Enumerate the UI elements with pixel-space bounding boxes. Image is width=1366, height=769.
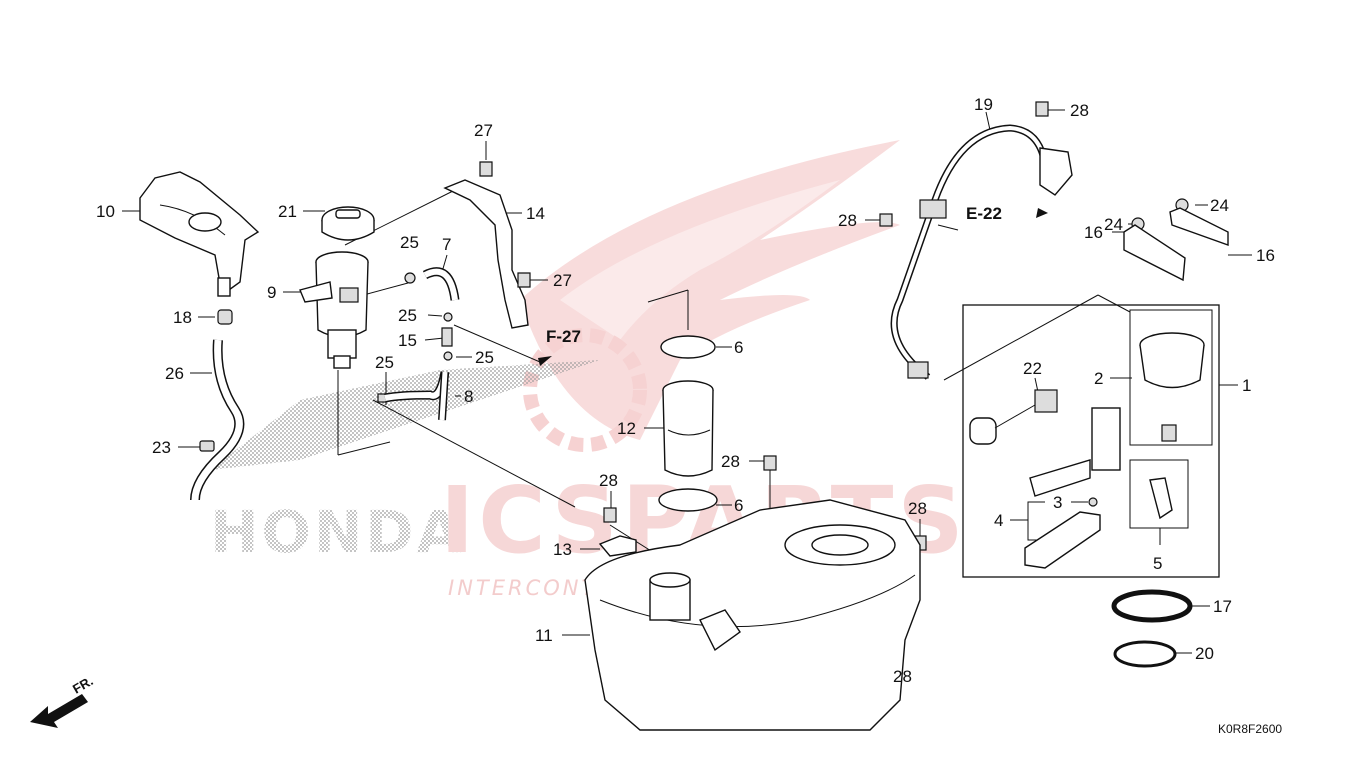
- callout-24b: 24: [1104, 215, 1123, 234]
- callout-4: 4: [994, 511, 1003, 530]
- callout-11: 11: [535, 626, 553, 645]
- callout-9: 9: [267, 283, 276, 302]
- callout-3: 3: [1053, 493, 1062, 512]
- callout-6b: 6: [734, 496, 743, 515]
- watermark-honda-wing: [210, 360, 600, 470]
- callout-28d: 28: [908, 499, 927, 518]
- callout-15: 15: [398, 331, 417, 350]
- part-12-filler-neck: [662, 380, 714, 477]
- callout-numbers: 10 18 26 23 21 9 25 7 25 15 25 25 8 27 1…: [96, 95, 1275, 686]
- part-11-fuel-tank: [584, 499, 921, 731]
- callout-27a: 27: [474, 121, 493, 140]
- callout-21: 21: [278, 202, 297, 221]
- arrow-icon: [538, 356, 552, 366]
- callout-19: 19: [974, 95, 993, 114]
- callout-25c: 25: [475, 348, 494, 367]
- callout-28c: 28: [893, 667, 912, 686]
- leader-lines: [122, 109, 1252, 701]
- callout-28a: 28: [721, 452, 740, 471]
- part-14-bracket: [443, 179, 529, 329]
- reference-f27-label: F-27: [546, 327, 581, 346]
- callout-23: 23: [152, 438, 171, 457]
- part-18-clamp: [217, 309, 233, 325]
- part-8-tube: [384, 371, 450, 421]
- front-label: FR.: [70, 673, 96, 696]
- callout-24a: 24: [1210, 196, 1229, 215]
- callout-5: 5: [1153, 554, 1162, 573]
- callout-25d: 25: [375, 353, 394, 372]
- callout-22: 22: [1023, 359, 1042, 378]
- callout-28f: 28: [838, 211, 857, 230]
- part-15-joint: [441, 327, 453, 347]
- part-27-bolts: [479, 161, 531, 288]
- callout-20: 20: [1195, 644, 1214, 663]
- callout-17: 17: [1213, 597, 1232, 616]
- callout-28b: 28: [599, 471, 618, 490]
- part-20-ring: [1113, 640, 1177, 668]
- callout-25b: 25: [398, 306, 417, 325]
- callout-28e: 28: [1070, 101, 1089, 120]
- callout-8: 8: [464, 387, 473, 406]
- arrow-icon: [1036, 208, 1048, 218]
- part-7-tube: [422, 267, 460, 301]
- watermark-honda-text: HONDA: [210, 498, 464, 566]
- callout-16a: 16: [1084, 223, 1103, 242]
- front-arrow-icon: [30, 694, 88, 728]
- callout-6a: 6: [734, 338, 743, 357]
- reference-e22: E-22: [966, 204, 1048, 223]
- part-23-clip: [199, 440, 215, 452]
- part-17-seal: [1111, 589, 1193, 623]
- part-19-wire: [890, 124, 1073, 380]
- reference-e22-label: E-22: [966, 204, 1002, 223]
- callout-1: 1: [1242, 376, 1251, 395]
- callout-25a: 25: [400, 233, 419, 252]
- part-10-cover: [139, 171, 260, 297]
- callout-27b: 27: [553, 271, 572, 290]
- callout-10: 10: [96, 202, 115, 221]
- callout-18: 18: [173, 308, 192, 327]
- callout-14: 14: [526, 204, 545, 223]
- callout-13: 13: [553, 540, 572, 559]
- reference-f27: F-27: [538, 327, 581, 366]
- part-26-hose: [190, 339, 245, 501]
- callout-2: 2: [1094, 369, 1103, 388]
- part-21-fuel-cap: [321, 206, 375, 241]
- callout-12: 12: [617, 419, 636, 438]
- callout-16b: 16: [1256, 246, 1275, 265]
- part-16-plates: [1123, 207, 1229, 282]
- callout-26: 26: [165, 364, 184, 383]
- part-25-clamps: [377, 272, 453, 403]
- watermark-gear-icon: [523, 328, 647, 452]
- part-9-canister: [299, 251, 369, 369]
- part-6-clamps: [658, 335, 718, 512]
- front-direction-indicator: FR.: [30, 673, 96, 728]
- watermark-wing-logo: [520, 140, 900, 440]
- callout-7: 7: [442, 235, 451, 254]
- part-1-pump-assembly: [962, 304, 1220, 578]
- part-13-bracket: [598, 535, 637, 557]
- diagram-code: K0R8F2600: [1218, 722, 1282, 736]
